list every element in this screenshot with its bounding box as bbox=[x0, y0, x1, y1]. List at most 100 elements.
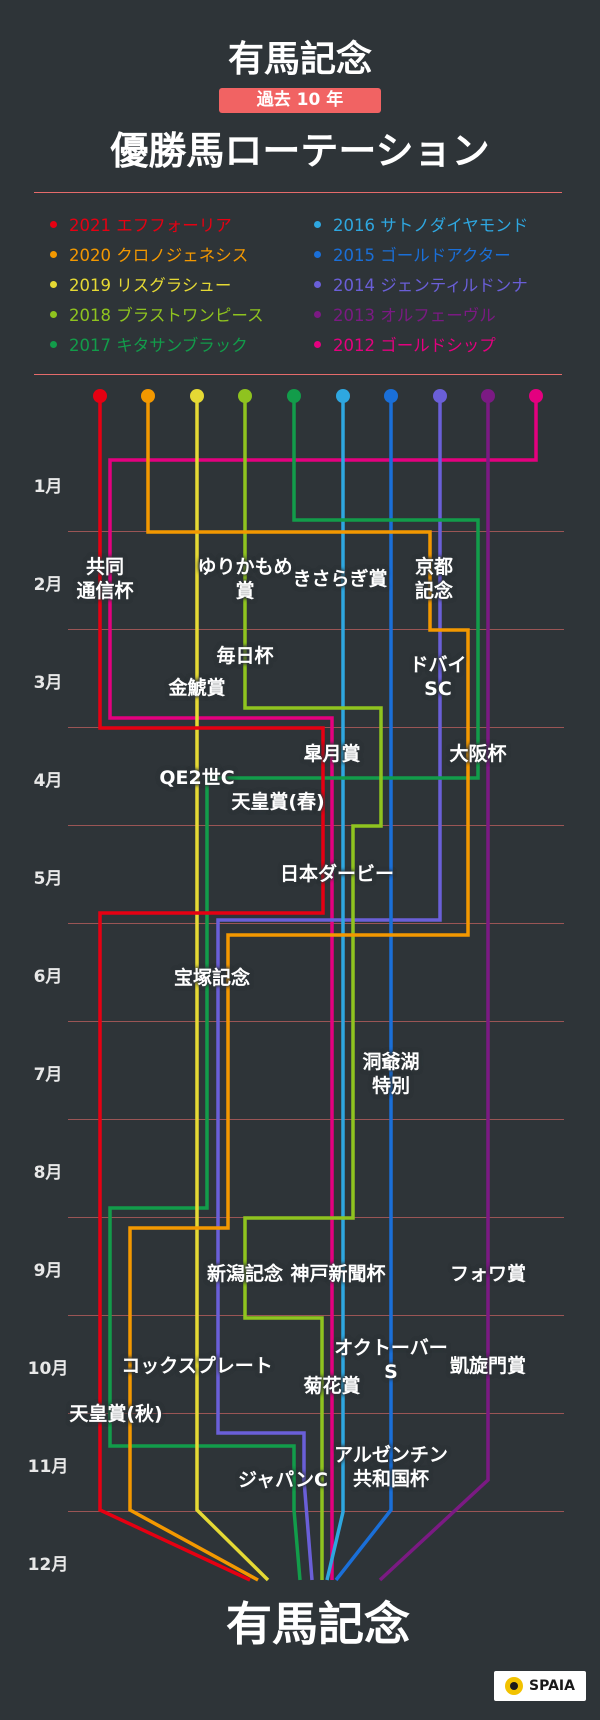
legend-dot bbox=[50, 221, 57, 228]
legend-item: 2021 エフフォーリア bbox=[50, 212, 232, 236]
month-divider bbox=[68, 1315, 564, 1316]
race-label: ジャパンC bbox=[238, 1469, 328, 1491]
month-divider bbox=[68, 1119, 564, 1120]
month-label: 3月 bbox=[33, 673, 63, 693]
race-label: コックスプレート bbox=[121, 1355, 273, 1377]
start-dot-2014 bbox=[433, 389, 447, 403]
start-dot-2019 bbox=[190, 389, 204, 403]
brand-logo: SPAIA bbox=[494, 1671, 586, 1701]
race-label: 毎日杯 bbox=[216, 645, 274, 667]
race-label: ドバイ SC bbox=[409, 654, 467, 700]
page-subtitle: 優勝馬ローテーション bbox=[110, 129, 490, 173]
route-line-2020 bbox=[128, 396, 470, 1582]
race-label: ゆりかもめ 賞 bbox=[197, 556, 293, 602]
race-label: 新潟記念 bbox=[206, 1263, 284, 1285]
start-dot-2021 bbox=[93, 389, 107, 403]
final-race-label: 有馬記念 bbox=[226, 1597, 410, 1651]
legend-item: 2013 オルフェーヴル bbox=[314, 302, 496, 326]
legend-label: 2013 オルフェーヴル bbox=[333, 306, 496, 325]
month-divider bbox=[68, 825, 564, 826]
legend-dot bbox=[50, 341, 57, 348]
legend-item: 2014 ジェンティルドンナ bbox=[314, 272, 528, 296]
start-dot-2013 bbox=[481, 389, 495, 403]
legend-item: 2012 ゴールドシップ bbox=[314, 332, 496, 356]
start-dot-2016 bbox=[336, 389, 350, 403]
month-label: 9月 bbox=[33, 1261, 63, 1281]
race-label: 京都 記念 bbox=[414, 556, 454, 602]
month-label: 11月 bbox=[27, 1457, 69, 1477]
month-label: 5月 bbox=[33, 869, 63, 889]
legend-dot bbox=[314, 281, 321, 288]
race-label: 日本ダービー bbox=[279, 863, 395, 885]
race-label: 天皇賞(春) bbox=[231, 791, 325, 813]
legend-item: 2018 ブラストワンピース bbox=[50, 302, 264, 326]
period-badge: 過去 10 年 bbox=[219, 88, 381, 113]
legend-item: 2020 クロノジェネシス bbox=[50, 242, 248, 266]
route-line-2019 bbox=[195, 396, 270, 1582]
legend-label: 2015 ゴールドアクター bbox=[333, 246, 511, 265]
route-line-2021 bbox=[98, 396, 325, 1582]
route-line-2013 bbox=[378, 396, 490, 1582]
legend-dot bbox=[50, 311, 57, 318]
month-divider bbox=[68, 1021, 564, 1022]
divider bbox=[34, 374, 562, 375]
legend-dot bbox=[314, 341, 321, 348]
race-label: 大阪杯 bbox=[449, 743, 507, 765]
legend-dot bbox=[314, 251, 321, 258]
month-label: 2月 bbox=[33, 575, 63, 595]
spaia-logo-icon bbox=[505, 1677, 524, 1695]
legend-label: 2012 ゴールドシップ bbox=[333, 336, 496, 355]
start-dot-2015 bbox=[384, 389, 398, 403]
legend-item: 2015 ゴールドアクター bbox=[314, 242, 511, 266]
race-label: オクトーバー S bbox=[334, 1337, 448, 1383]
legend-dot bbox=[50, 281, 57, 288]
page-title: 有馬記念 bbox=[227, 39, 372, 80]
route-line-2018 bbox=[243, 396, 383, 1580]
race-label: きさらぎ賞 bbox=[292, 568, 388, 590]
divider bbox=[34, 192, 562, 193]
race-label: フォワ賞 bbox=[449, 1263, 527, 1285]
race-label: 宝塚記念 bbox=[173, 967, 251, 989]
legend-dot bbox=[50, 251, 57, 258]
route-line-2012 bbox=[108, 396, 538, 1580]
race-label: 菊花賞 bbox=[303, 1375, 361, 1397]
start-dot-2012 bbox=[529, 389, 543, 403]
legend-dot bbox=[314, 221, 321, 228]
start-dot-2018 bbox=[238, 389, 252, 403]
route-line-2015 bbox=[334, 396, 393, 1582]
legend-label: 2014 ジェンティルドンナ bbox=[333, 276, 528, 295]
brand-name: SPAIA bbox=[529, 1678, 575, 1694]
race-label: 金鯱賞 bbox=[168, 677, 226, 699]
month-divider bbox=[68, 923, 564, 924]
legend-item: 2017 キタサンブラック bbox=[50, 332, 248, 356]
month-label: 12月 bbox=[27, 1555, 69, 1575]
race-label: アルゼンチン 共和国杯 bbox=[334, 1444, 448, 1490]
month-divider bbox=[68, 629, 564, 630]
month-label: 1月 bbox=[33, 477, 63, 497]
race-label: 洞爺湖 特別 bbox=[362, 1051, 420, 1097]
legend-item: 2016 サトノダイヤモンド bbox=[314, 212, 528, 236]
start-dot-2020 bbox=[141, 389, 155, 403]
route-line-2016 bbox=[325, 396, 345, 1581]
legend-label: 2021 エフフォーリア bbox=[69, 216, 232, 235]
legend-label: 2018 ブラストワンピース bbox=[69, 306, 264, 325]
month-label: 10月 bbox=[27, 1359, 69, 1379]
legend-item: 2019 リスグラシュー bbox=[50, 272, 231, 296]
legend-label: 2019 リスグラシュー bbox=[69, 276, 232, 295]
race-label: QE2世C bbox=[159, 767, 235, 789]
start-dot-2017 bbox=[287, 389, 301, 403]
route-line-2014 bbox=[216, 396, 442, 1581]
month-label: 6月 bbox=[33, 967, 63, 987]
legend-label: 2016 サトノダイヤモンド bbox=[333, 216, 529, 235]
legend-dot bbox=[314, 311, 321, 318]
race-label: 皐月賞 bbox=[303, 743, 361, 765]
race-label: 天皇賞(秋) bbox=[69, 1403, 163, 1425]
race-label: 神戸新聞杯 bbox=[290, 1263, 386, 1285]
race-label: 凱旋門賞 bbox=[449, 1355, 527, 1377]
month-divider bbox=[68, 1413, 564, 1414]
legend-label: 2020 クロノジェネシス bbox=[69, 246, 249, 265]
route-line-2017 bbox=[108, 396, 480, 1581]
month-divider bbox=[68, 1511, 564, 1512]
legend-label: 2017 キタサンブラック bbox=[69, 336, 248, 355]
